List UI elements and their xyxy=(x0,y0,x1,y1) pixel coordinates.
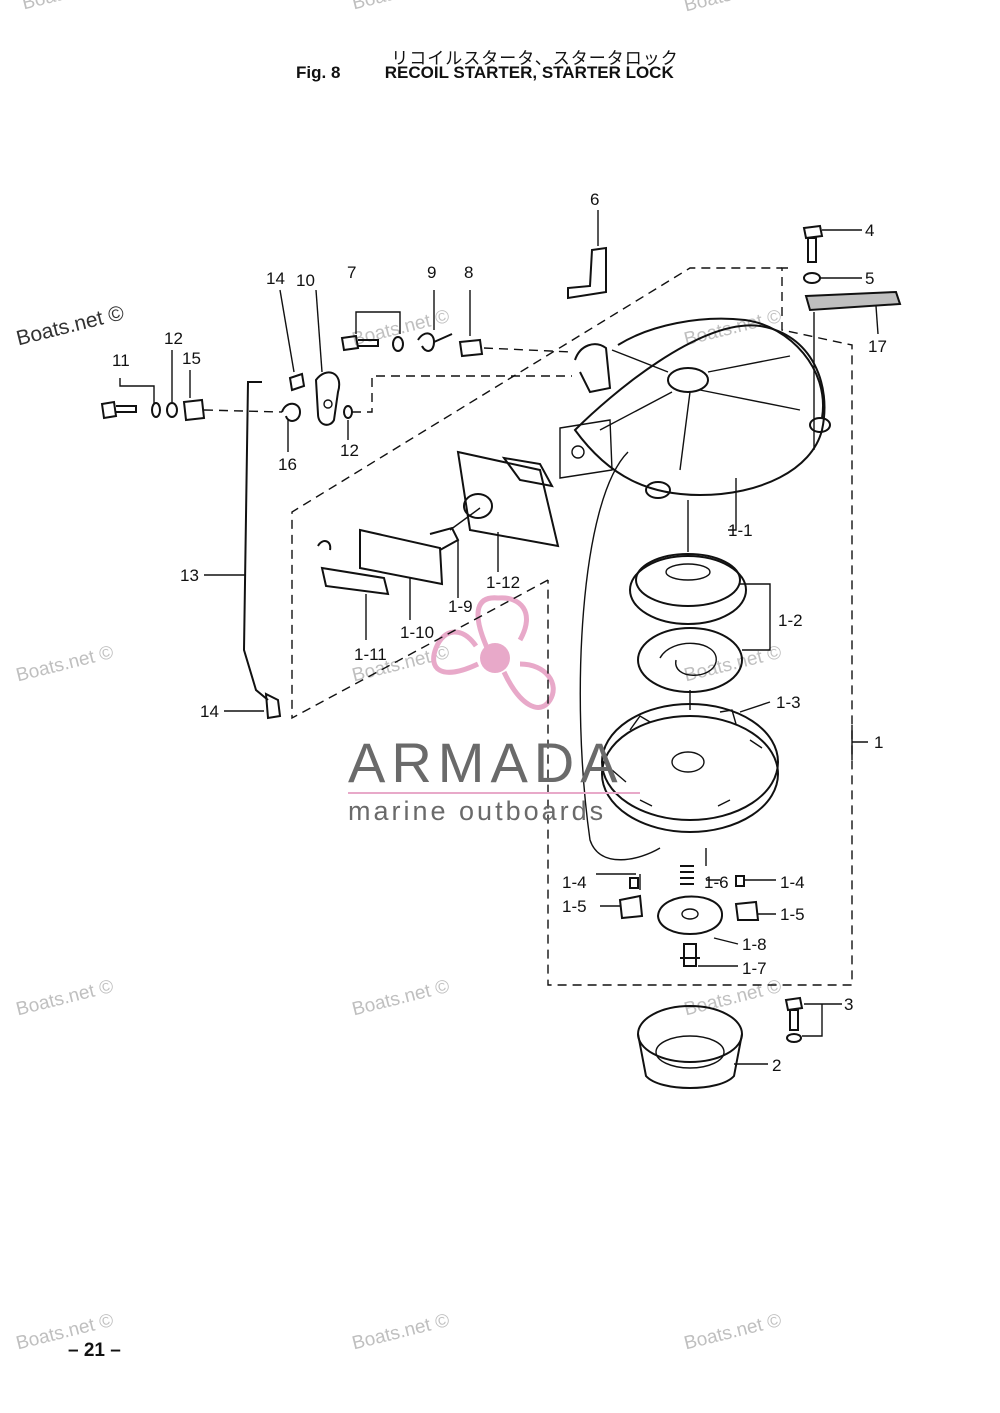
callout-1-5-left: 1-5 xyxy=(562,897,587,916)
callout-2: 2 xyxy=(772,1056,781,1075)
callout-9: 9 xyxy=(427,263,436,282)
part-11-screw xyxy=(100,378,155,420)
part-1-10-handle xyxy=(359,526,460,620)
part-1-11-insert xyxy=(317,540,390,640)
callout-14: 14 xyxy=(266,269,285,288)
part-1-5-pawl-right xyxy=(734,900,760,921)
part-14-lower-clip xyxy=(264,692,282,720)
title-japanese: リコイルスタータ、スタータロック xyxy=(391,49,679,68)
part-9-spring xyxy=(417,290,453,352)
part-15-collar xyxy=(182,398,206,422)
callout-1-1: 1-1 xyxy=(728,521,753,540)
brand-name: ARMADA xyxy=(348,731,624,794)
part-12-washer-2 xyxy=(166,402,178,418)
part-1-5-pawl-left xyxy=(618,894,644,920)
callout-8: 8 xyxy=(464,263,473,282)
callout-1-2: 1-2 xyxy=(778,611,803,630)
callout-5: 5 xyxy=(865,269,874,288)
part-1-9-rope xyxy=(449,507,481,531)
part-2-pulley xyxy=(637,1005,768,1089)
callout-4: 4 xyxy=(865,221,874,240)
callout-1-12: 1-12 xyxy=(486,573,520,592)
figure-heading: Fig. 8 RECOIL STARTER, STARTER LOCK xyxy=(296,63,674,83)
callout-17: 17 xyxy=(868,337,887,356)
part-6-lock-lever xyxy=(567,246,607,300)
part-7-screw xyxy=(340,311,404,352)
part-1-3-reel xyxy=(601,690,779,833)
part-10-lever xyxy=(314,371,341,426)
brand-divider xyxy=(348,792,640,794)
brand-tagline: marine outboards xyxy=(348,796,607,826)
part-1-7-bolt xyxy=(680,943,700,967)
part-8-collar xyxy=(458,290,484,358)
part-12-washer xyxy=(343,405,353,419)
callout-6: 6 xyxy=(590,190,599,209)
part-1-6-spring xyxy=(680,865,694,885)
part-1-4-pin-right xyxy=(735,875,745,887)
callout-13: 13 xyxy=(180,566,199,585)
callout-1-10: 1-10 xyxy=(400,623,434,642)
part-4-bolt xyxy=(802,224,862,263)
callout-3: 3 xyxy=(844,995,853,1014)
callout-1-11: 1-11 xyxy=(354,645,387,664)
part-17-pad xyxy=(804,290,902,335)
callout-1-5-right: 1-5 xyxy=(780,905,805,924)
callout-1-7: 1-7 xyxy=(742,959,767,978)
callout-12-left: 12 xyxy=(164,329,183,348)
outline-bracket-1 xyxy=(851,725,868,760)
part-1-12-guide xyxy=(456,450,560,572)
part-16-spring xyxy=(281,402,302,422)
part-1-2-spring xyxy=(629,500,771,693)
part-14-clip xyxy=(288,372,306,392)
callout-1-8: 1-8 xyxy=(742,935,767,954)
armada-propeller-logo xyxy=(431,595,556,710)
callout-16: 16 xyxy=(278,455,297,474)
callout-14-lower: 14 xyxy=(200,702,219,721)
part-1-8-ratchet xyxy=(656,895,724,935)
part-12-washer-left xyxy=(151,402,161,418)
assembly-outline-handle xyxy=(291,267,782,720)
starter-case xyxy=(559,317,831,499)
assembly-outline-recoil xyxy=(547,267,853,986)
callout-15: 15 xyxy=(182,349,201,368)
callout-1: 1 xyxy=(874,733,883,752)
callout-1-9: 1-9 xyxy=(448,597,473,616)
callout-1-4-left: 1-4 xyxy=(562,873,587,892)
callout-1-6: 1-6 xyxy=(704,873,729,892)
callout-1-4-right: 1-4 xyxy=(780,873,805,892)
part-1-4-pin-left xyxy=(629,877,639,889)
page-number: – 21 – xyxy=(68,1340,121,1361)
callout-1-3: 1-3 xyxy=(776,693,801,712)
callout-10: 10 xyxy=(296,271,315,290)
part-3-bolt-washer xyxy=(784,996,842,1043)
callout-7: 7 xyxy=(347,263,356,282)
figure-title: RECOIL STARTER, STARTER LOCK xyxy=(384,63,674,82)
callout-12-right: 12 xyxy=(340,441,359,460)
callout-11: 11 xyxy=(112,351,130,370)
figure-number: Fig. 8 xyxy=(296,63,341,82)
part-5-washer xyxy=(803,272,862,284)
part-13-rod xyxy=(242,381,269,701)
